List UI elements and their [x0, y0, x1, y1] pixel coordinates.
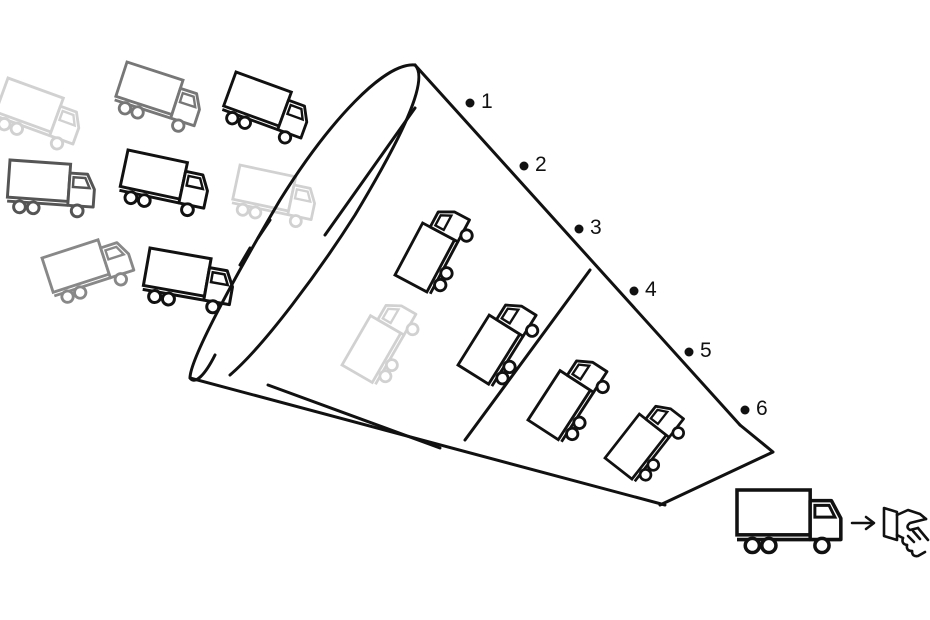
step-marker: 4 — [629, 278, 657, 301]
truck-icon — [526, 348, 618, 449]
funnel-bottom-edge — [188, 376, 667, 507]
step-markers: 1 2 3 4 5 6 — [465, 90, 768, 420]
step-label: 4 — [645, 278, 657, 301]
handshake-icon — [882, 506, 930, 558]
step-marker: 2 — [519, 153, 547, 176]
step-label: 2 — [535, 153, 547, 176]
step-marker: 1 — [465, 90, 493, 113]
incoming-trucks — [0, 60, 321, 317]
truck-icon — [228, 163, 321, 231]
step-label: 1 — [481, 90, 493, 113]
truck-icon — [603, 394, 693, 489]
truck-icon — [340, 293, 427, 391]
funnel-top-edge — [413, 63, 742, 427]
truck-icon — [40, 230, 139, 308]
funnel-spout — [658, 423, 775, 507]
truck-icon — [110, 60, 208, 138]
funnel-trucks — [340, 199, 693, 489]
step-label: 3 — [590, 216, 602, 239]
truck-icon — [217, 70, 316, 150]
truck-icon — [393, 199, 481, 301]
arrow-right-icon — [850, 515, 876, 531]
truck-icon — [0, 76, 88, 156]
truck-icon — [115, 148, 214, 221]
funnel — [188, 63, 775, 507]
step-label: 6 — [756, 397, 768, 420]
truck-icon — [456, 292, 547, 394]
step-marker: 5 — [684, 339, 712, 362]
step-marker: 3 — [574, 216, 602, 239]
funnel-output — [735, 488, 930, 558]
truck-icon — [735, 488, 843, 555]
truck-icon — [4, 158, 98, 220]
funnel-divider — [463, 268, 592, 442]
step-label: 5 — [700, 339, 712, 362]
step-marker: 6 — [740, 397, 768, 420]
